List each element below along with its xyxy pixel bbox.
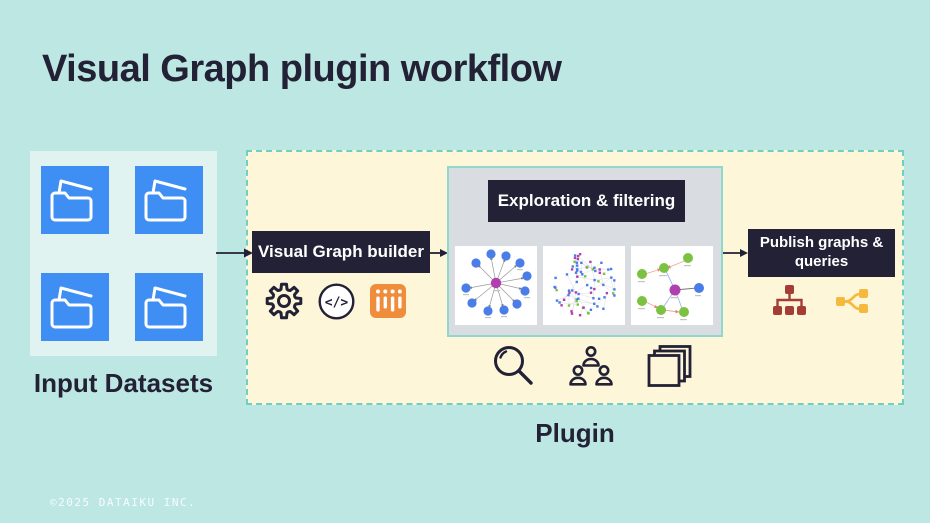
input-datasets-label: Input Datasets — [33, 368, 214, 398]
folder-icon — [144, 286, 187, 329]
star-network-graph — [461, 249, 532, 319]
arrow-builder-to-exploration — [430, 249, 448, 257]
arrow-input-to-builder — [216, 248, 253, 258]
documents-icon — [647, 345, 692, 387]
exploration-label: Exploration & filtering — [497, 191, 676, 211]
code-glyph: </> — [325, 295, 349, 310]
visual-graph-builder-label: Visual Graph builder — [258, 242, 424, 262]
gear-icon — [265, 282, 303, 320]
graph-thumbnail-dense — [543, 246, 625, 325]
arrow-exploration-to-publish — [723, 249, 748, 257]
dataset-tile — [41, 166, 109, 234]
folder-icon — [50, 286, 93, 329]
code-icon: </> — [318, 283, 355, 319]
dense-network-graph — [553, 253, 616, 317]
dataset-tile — [135, 166, 203, 234]
search-icon — [494, 346, 533, 385]
publish-box: Publish graphs & queries — [748, 229, 895, 277]
visual-graph-builder-box: Visual Graph builder — [252, 231, 430, 273]
dataset-tile — [135, 273, 203, 341]
plugin-label: Plugin — [535, 418, 615, 448]
org-chart-icon — [773, 285, 806, 315]
folder-icon — [144, 179, 187, 222]
publish-icons — [773, 285, 873, 318]
dataset-table-icon — [370, 284, 406, 318]
share-icon — [836, 289, 868, 313]
exploration-header: Exploration & filtering — [488, 180, 685, 222]
collaboration-icons — [492, 344, 692, 388]
folder-icon — [50, 179, 93, 222]
copyright: ©2025 DATAIKU INC. — [50, 496, 197, 509]
sparse-network-graph — [637, 253, 704, 321]
builder-icons: </> — [265, 281, 415, 321]
graph-thumbnail-sparse — [631, 246, 713, 325]
users-icon — [569, 346, 613, 386]
dataset-tile — [41, 273, 109, 341]
publish-label: Publish graphs & queries — [759, 234, 884, 270]
page-title: Visual Graph plugin workflow — [42, 48, 562, 90]
graph-thumbnail-star — [455, 246, 537, 325]
input-datasets-panel — [30, 151, 217, 356]
